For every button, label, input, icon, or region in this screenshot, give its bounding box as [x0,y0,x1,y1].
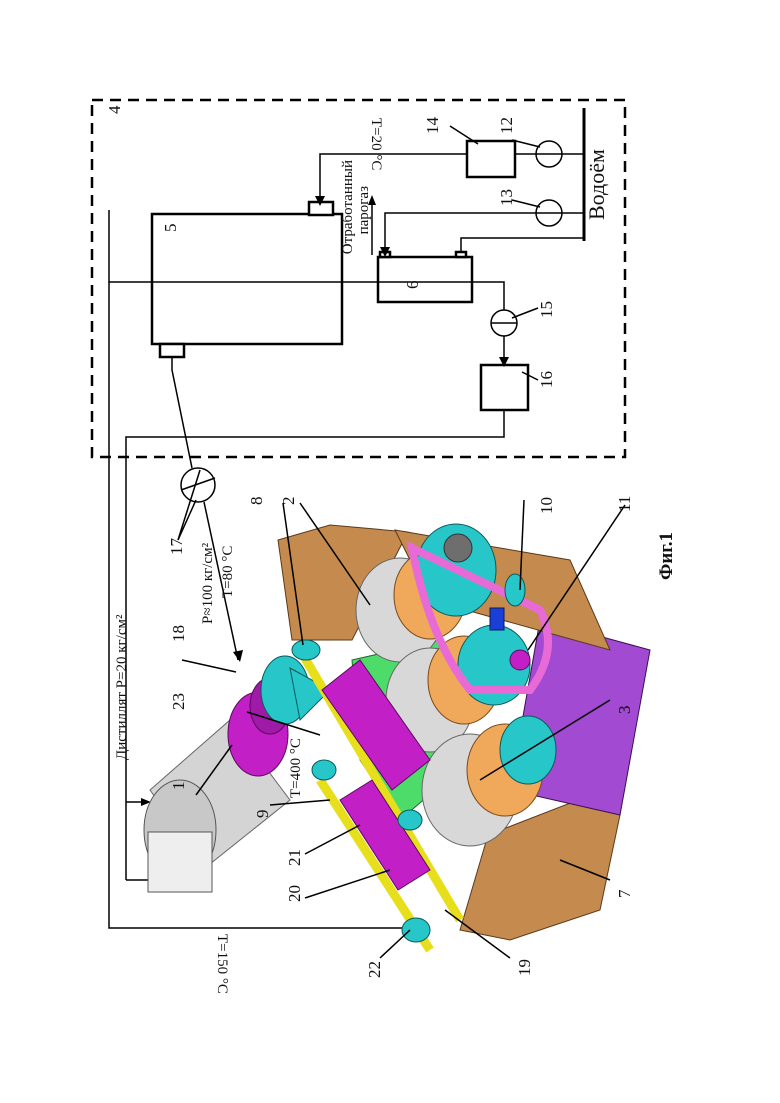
label-21: 21 [285,849,304,866]
steam-temp-label: T=80 °C [220,546,236,598]
label-22: 22 [365,961,384,978]
label-18: 18 [169,625,188,642]
block-6 [378,257,472,302]
label-16: 16 [537,371,556,388]
block-5 [152,214,342,344]
label-14: 14 [423,117,442,135]
label-15: 15 [537,301,556,318]
label-8: 8 [247,497,266,506]
label-10: 10 [537,497,556,514]
pump-17 [181,468,215,502]
block-16 [481,365,528,410]
exhaust-label-line2: парогаз [356,186,372,234]
label-1: 1 [169,782,188,791]
label-4: 4 [105,105,124,114]
label-3: 3 [615,706,634,715]
label-19: 19 [515,959,534,976]
pulley-10 [505,574,525,606]
label-11: 11 [615,496,634,512]
pulley-10-shaft [490,608,504,630]
distillate-label: Дистиллят P=20 кг/см² [114,614,130,760]
block-14 [467,141,515,177]
label-13: 13 [497,189,516,206]
label-23: 23 [169,693,188,710]
reservoir-label: Водоём [584,149,609,220]
figure-caption: Фиг.1 [656,532,677,580]
label-9: 9 [253,810,272,819]
label-20: 20 [285,885,304,902]
label-17: 17 [167,538,186,556]
label-12: 12 [497,117,516,134]
label-7: 7 [615,889,634,898]
temp-400-label: T=400 °C [288,738,304,798]
label-6: 6 [403,281,422,290]
exhaust-label-line1: Отработанный [340,160,356,254]
temp-20-label: T=20 °C [368,118,384,170]
label-5: 5 [161,224,180,233]
block-6-port-b [456,252,466,257]
temp-150-label: T=150 °C [214,934,230,994]
block-5-nozzle-left [160,344,184,357]
label-2: 2 [279,497,298,506]
steam-pressure-label: P≈100 кг/см² [200,542,216,624]
